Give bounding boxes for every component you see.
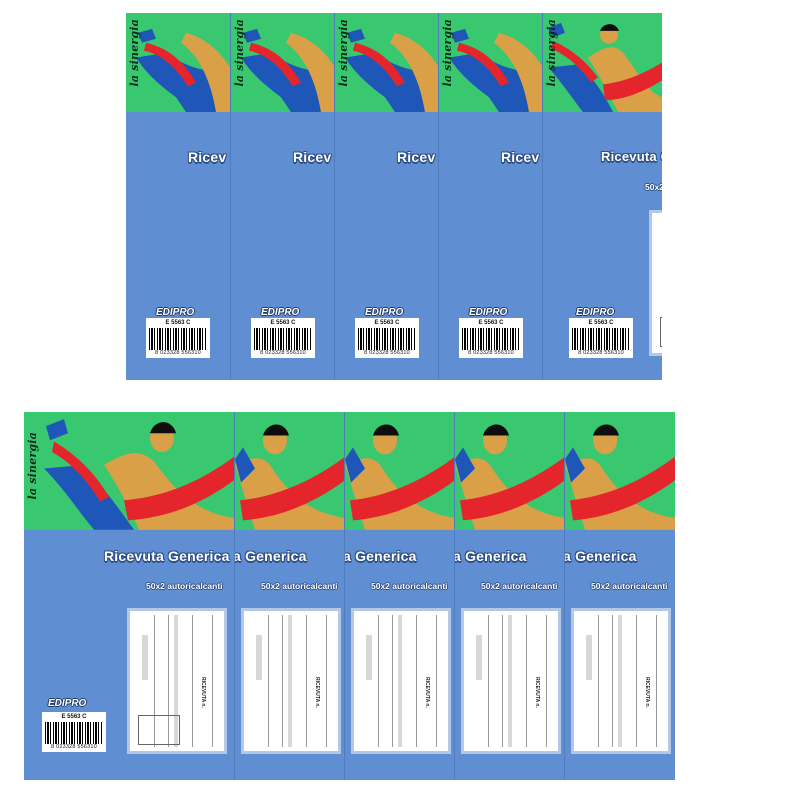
barcode-label: E 5563 C 8 023328 556310	[459, 318, 523, 358]
form-heading: RICEVUTA n.	[644, 677, 650, 708]
footballer-illustration	[44, 419, 234, 530]
barcode-label: E 5563 C 8 023328 556310	[251, 318, 315, 358]
cover-title: Ricev	[293, 148, 332, 165]
cover-artwork: la sinergia	[126, 13, 230, 113]
cover-title: a Generica	[234, 548, 307, 565]
brand-line: la sinergia	[441, 19, 454, 87]
cover-artwork	[345, 412, 455, 530]
cover-title: a Generica	[344, 548, 417, 565]
product-code: E 5563 C	[478, 320, 504, 326]
barcode-number: 8 023328 556310	[155, 350, 201, 356]
cover-title: Ricevuta Generica	[601, 148, 662, 164]
top-row: la sinergia Ricev EDIPRO E 5563 C 8 0233…	[126, 13, 662, 380]
cover-artwork: la sinergia	[543, 13, 662, 113]
product-code: E 5563 C	[61, 714, 87, 720]
product-code: E 5563 C	[374, 320, 400, 326]
barcode-bars	[45, 722, 103, 744]
cover-title: a Generica	[454, 548, 527, 565]
publisher-logo: EDIPRO	[156, 307, 195, 318]
publisher-logo: EDIPRO	[469, 307, 508, 318]
cover-artwork	[565, 412, 675, 530]
brand-line: la sinergia	[337, 19, 350, 87]
receipt-form-preview: RICEVUTA n.	[127, 608, 227, 754]
receipt-form-preview: RICEVUTA n.	[241, 608, 341, 754]
barcode-label: E 5563 C 8 023328 556310	[42, 712, 106, 752]
cover-title: Ricevuta Generica	[104, 548, 230, 565]
publisher-logo: EDIPRO	[576, 307, 615, 318]
brand-line: la sinergia	[128, 19, 141, 87]
barcode-bars	[358, 328, 416, 350]
cover-artwork	[455, 412, 565, 530]
cover-title: Ricev	[188, 148, 227, 165]
cover-subtitle: 50x2 autoricalcanti	[481, 581, 558, 592]
bottom-row: la sinergia Ricevuta Generica 50x2 autor…	[24, 412, 675, 780]
footballer-illustration	[548, 22, 662, 113]
brand-line: la sinergia	[233, 19, 246, 87]
barcode-number: 8 023328 556310	[468, 350, 514, 356]
barcode-label: E 5563 C 8 023328 556310	[146, 318, 210, 358]
form-heading: RICEVUTA n.	[534, 677, 540, 708]
cover-subtitle: 50x2 autoricalcanti	[591, 581, 668, 592]
brand-line: la sinergia	[26, 432, 39, 500]
product-code: E 5563 C	[165, 320, 191, 326]
barcode-number: 8 023328 556310	[364, 350, 410, 356]
barcode-label: E 5563 C 8 023328 556310	[355, 318, 419, 358]
cover-artwork: la sinergia	[335, 13, 439, 113]
receipt-form-preview: RICEVUTA n.	[461, 608, 561, 754]
cover-subtitle: 50x2 autoricalcanti	[371, 581, 448, 592]
cover-subtitle: 50x2 autoricalcanti	[261, 581, 338, 592]
barcode-number: 8 023328 556310	[578, 350, 624, 356]
cover-bottom-3: a Generica 50x2 autoricalcanti RICEVUTA …	[344, 412, 455, 780]
form-heading: RICEVUTA n.	[200, 677, 206, 708]
cover-top-1: la sinergia Ricev EDIPRO E 5563 C 8 0233…	[126, 13, 230, 380]
barcode-bars	[149, 328, 207, 350]
barcode-label: E 5563 C 8 023328 556310	[569, 318, 633, 358]
cover-subtitle: 50x2 autoricalcanti	[146, 581, 223, 592]
cover-top-4: la sinergia Ricev EDIPRO E 5563 C 8 0233…	[438, 13, 543, 380]
receipt-form-preview: RICEVUTA n.	[351, 608, 451, 754]
barcode-bars	[462, 328, 520, 350]
footballer-illustration	[136, 28, 230, 113]
footballer-illustration	[449, 28, 543, 113]
cover-top-5-full: la sinergia Ricevuta Generica 50x2 autor…	[542, 13, 662, 380]
form-heading: RICEVUTA n.	[424, 677, 430, 708]
product-code: E 5563 C	[588, 320, 614, 326]
footballer-illustration	[345, 424, 455, 530]
cover-top-3: la sinergia Ricev EDIPRO E 5563 C 8 0233…	[334, 13, 439, 380]
brand-line: la sinergia	[545, 19, 558, 87]
publisher-logo: EDIPRO	[365, 307, 404, 318]
cover-artwork: la sinergia	[231, 13, 335, 113]
cover-bottom-4: a Generica 50x2 autoricalcanti RICEVUTA …	[454, 412, 565, 780]
cover-bottom-2: a Generica 50x2 autoricalcanti RICEVUTA …	[234, 412, 345, 780]
cover-bottom-1-full: la sinergia Ricevuta Generica 50x2 autor…	[24, 412, 234, 780]
publisher-logo: EDIPRO	[261, 307, 300, 318]
barcode-bars	[254, 328, 312, 350]
cover-bottom-5: a Generica 50x2 autoricalcanti RICEVUTA …	[564, 412, 675, 780]
footballer-illustration	[345, 28, 439, 113]
receipt-form-preview: RICEVUTA n.	[571, 608, 671, 754]
publisher-logo: EDIPRO	[48, 698, 87, 709]
cover-artwork	[235, 412, 345, 530]
barcode-number: 8 023328 556310	[51, 744, 97, 750]
cover-title: Ricev	[501, 148, 540, 165]
barcode-bars	[572, 328, 630, 350]
receipt-form-preview: RICEVUTA n.	[649, 210, 662, 356]
footballer-illustration	[241, 28, 335, 113]
cover-subtitle: 50x2 autoricalcanti	[645, 181, 662, 192]
footballer-illustration	[565, 424, 675, 530]
barcode-number: 8 023328 556310	[260, 350, 306, 356]
cover-title: Ricev	[397, 148, 436, 165]
footballer-illustration	[455, 424, 565, 530]
cover-title: a Generica	[564, 548, 637, 565]
cover-artwork: la sinergia	[24, 412, 234, 530]
product-code: E 5563 C	[270, 320, 296, 326]
form-heading: RICEVUTA n.	[314, 677, 320, 708]
footballer-illustration	[235, 424, 345, 530]
cover-artwork: la sinergia	[439, 13, 543, 113]
cover-top-2: la sinergia Ricev EDIPRO E 5563 C 8 0233…	[230, 13, 335, 380]
